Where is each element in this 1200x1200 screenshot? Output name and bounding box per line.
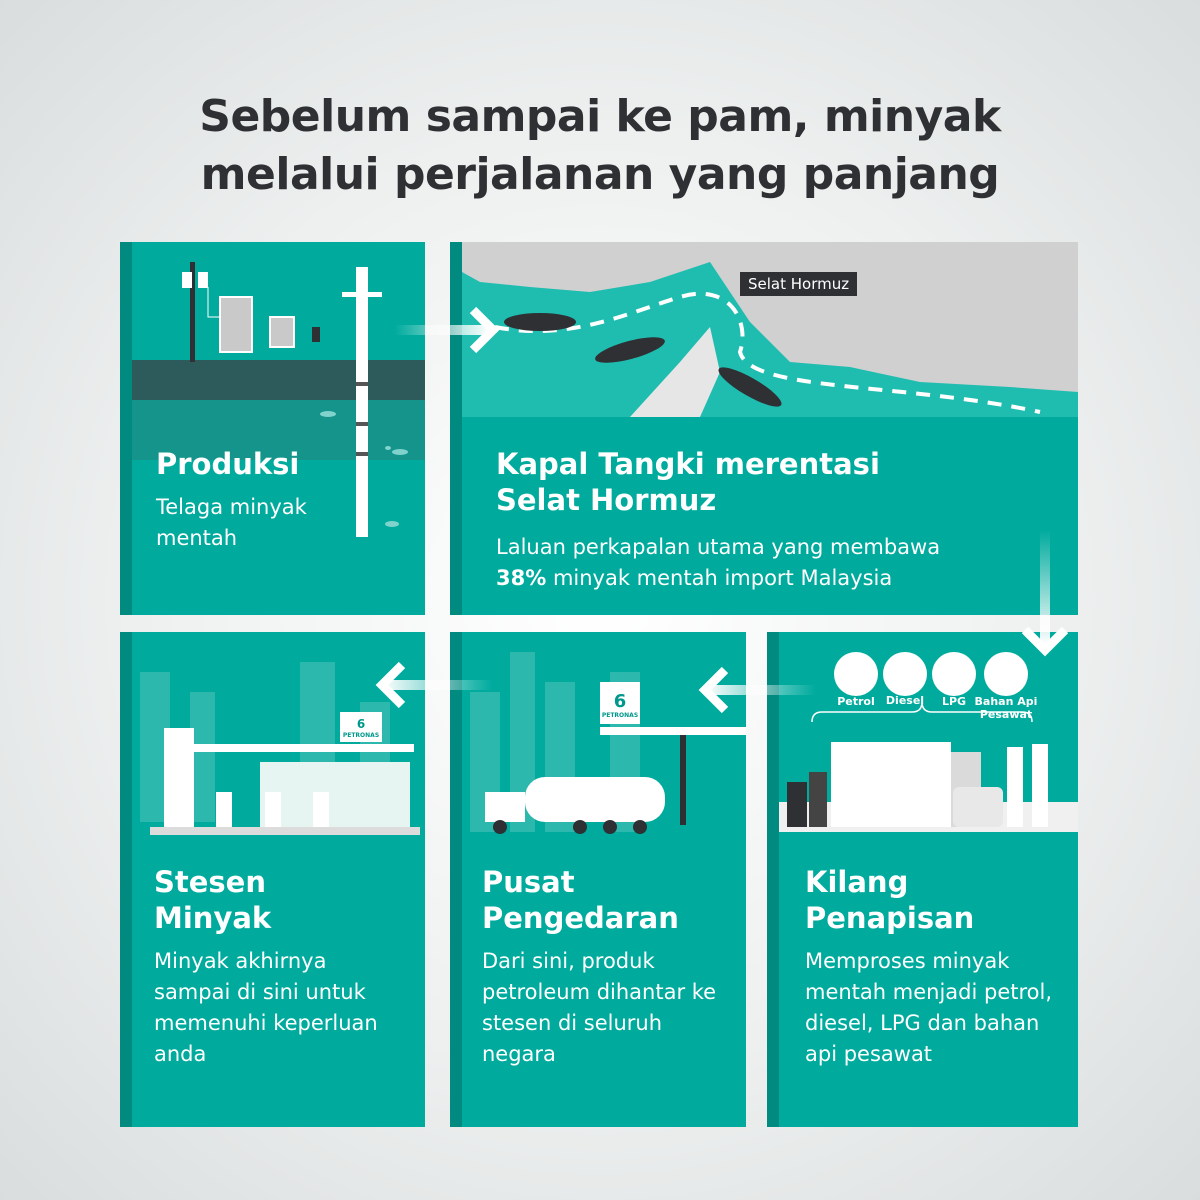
arrow-left-icon xyxy=(375,661,492,709)
title-line-2: melalui perjalanan yang panjang xyxy=(200,149,1000,200)
heading-line-1: Kapal Tangki merentasi xyxy=(496,447,880,481)
card-edge xyxy=(450,632,462,1127)
step-body: Dari sini, produk petroleum dihantar ke … xyxy=(482,949,717,1066)
body-line-1: Laluan perkapalan utama yang membawa xyxy=(496,535,941,559)
petronas-sign-text: PETRONAS xyxy=(601,712,639,719)
step-heading: Kilang Penapisan xyxy=(805,864,974,936)
product-label: Diesel xyxy=(885,694,925,707)
step-heading: Stesen Minyak xyxy=(154,864,271,936)
arrow-left-icon xyxy=(698,666,815,714)
card-stesen-minyak: 6 PETRONAS Stesen Minyak Minyak akhirnya… xyxy=(120,632,425,1127)
step-body: Telaga minyak mentah xyxy=(156,495,307,550)
svg-text:6: 6 xyxy=(357,717,365,731)
card-kapal-tangki: Kapal Tangki merentasi Selat Hormuz Lalu… xyxy=(450,242,1078,615)
svg-text:6: 6 xyxy=(614,691,627,712)
card-edge xyxy=(450,242,462,615)
lpg-cylinder-icon xyxy=(932,652,976,696)
airplane-icon xyxy=(984,652,1028,696)
import-percentage: 38% xyxy=(496,566,547,590)
step-heading: Pusat Pengedaran xyxy=(482,864,679,936)
diesel-nozzle-icon xyxy=(883,652,927,696)
step-body: Memproses minyak mentah menjadi petrol, … xyxy=(805,949,1053,1066)
card-edge xyxy=(120,632,132,1127)
card-pusat-pengedaran: 6 PETRONAS Pusat Pengedaran Dari sini, p… xyxy=(450,632,746,1127)
product-label: Petrol xyxy=(837,695,875,708)
petrol-nozzle-icon xyxy=(834,652,878,696)
strait-map-illustration xyxy=(450,242,1078,417)
oil-well-illustration xyxy=(120,262,425,537)
arrow-right-icon xyxy=(395,306,500,354)
heading-line-2: Minyak xyxy=(154,901,272,935)
arrow-down-icon xyxy=(1021,530,1069,657)
heading-line-2: Penapisan xyxy=(805,901,975,935)
body-line-2-rest: minyak mentah import Malaysia xyxy=(546,566,893,590)
step-body: Laluan perkapalan utama yang membawa 38%… xyxy=(496,532,940,594)
page-title: Sebelum sampai ke pam, minyak melalui pe… xyxy=(0,88,1200,204)
product-label: Bahan Api Pesawat xyxy=(974,695,1038,721)
heading-line-1: Stesen xyxy=(154,865,266,899)
refinery-illustration xyxy=(767,701,1078,832)
card-edge xyxy=(120,242,132,615)
petrol-station-illustration: 6 xyxy=(140,662,420,835)
card-produksi: Produksi Telaga minyak mentah xyxy=(120,242,425,615)
heading-line-1: Pusat xyxy=(482,865,575,899)
heading-line-2: Selat Hormuz xyxy=(496,483,717,517)
product-label: LPG xyxy=(941,695,967,708)
step-heading: Produksi xyxy=(156,447,300,481)
heading-line-1: Kilang xyxy=(805,865,909,899)
title-line-1: Sebelum sampai ke pam, minyak xyxy=(199,91,1001,142)
step-heading: Kapal Tangki merentasi Selat Hormuz xyxy=(496,446,880,518)
map-label-selat-hormuz: Selat Hormuz xyxy=(740,272,858,296)
petronas-sign-text: PETRONAS xyxy=(342,732,380,739)
heading-line-2: Pengedaran xyxy=(482,901,679,935)
body-line-2: 38% minyak mentah import Malaysia xyxy=(496,563,940,594)
card-edge xyxy=(767,632,779,1127)
step-body: Minyak akhirnya sampai di sini untuk mem… xyxy=(154,949,378,1066)
distribution-illustration: 6 xyxy=(470,652,746,834)
card-kilang-penapisan: Petrol Diesel LPG Bahan Api Pesawat Kila… xyxy=(767,632,1078,1127)
